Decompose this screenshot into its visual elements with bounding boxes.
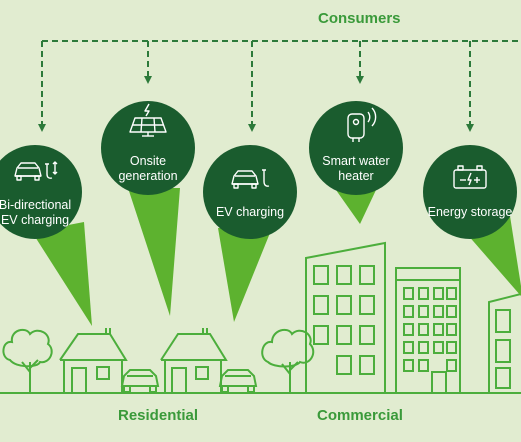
tree-right	[261, 328, 315, 393]
consumer-node-5: Energy storage	[423, 145, 517, 239]
bidirectional-ev-charging-icon	[14, 161, 58, 181]
consumer-circle	[309, 101, 403, 195]
pin-tail-2	[128, 188, 180, 316]
consumer-circle	[423, 145, 517, 239]
consumer-label-line: Bi-directional	[0, 198, 71, 212]
tree-left	[2, 328, 53, 393]
residential-label: Residential	[118, 407, 199, 424]
office-building-c	[488, 293, 521, 393]
commercial-label: Commercial	[317, 407, 403, 424]
city-line-art	[0, 241, 521, 394]
consumers-title: Consumers	[318, 10, 401, 27]
consumer-circle	[203, 145, 297, 239]
consumer-label-line: EV charging	[1, 213, 69, 227]
consumer-label-line: heater	[338, 169, 373, 183]
dashed-distribution-lines	[38, 40, 521, 132]
car-1	[120, 369, 160, 393]
car-2	[218, 369, 258, 393]
pin-tail-3	[218, 228, 272, 322]
consumer-label-line: Onsite	[130, 154, 166, 168]
consumer-label-line: generation	[118, 169, 177, 183]
consumer-label-line: Smart water	[322, 154, 389, 168]
pin-tail-4	[336, 190, 376, 224]
office-building-a	[305, 241, 386, 393]
solar-panel-icon	[129, 103, 167, 137]
consumer-label-line: EV charging	[216, 205, 284, 219]
smart-water-heater-icon	[347, 107, 377, 142]
consumer-label-line: Energy storage	[428, 205, 513, 219]
consumer-circle	[101, 101, 195, 195]
office-building-b	[395, 267, 461, 394]
pin-tail-1	[32, 222, 92, 326]
consumer-node-3: EV charging	[203, 145, 297, 239]
ev-charging-icon	[231, 169, 270, 189]
battery-icon	[453, 165, 487, 189]
house-1	[59, 328, 128, 393]
house-2	[160, 328, 228, 393]
